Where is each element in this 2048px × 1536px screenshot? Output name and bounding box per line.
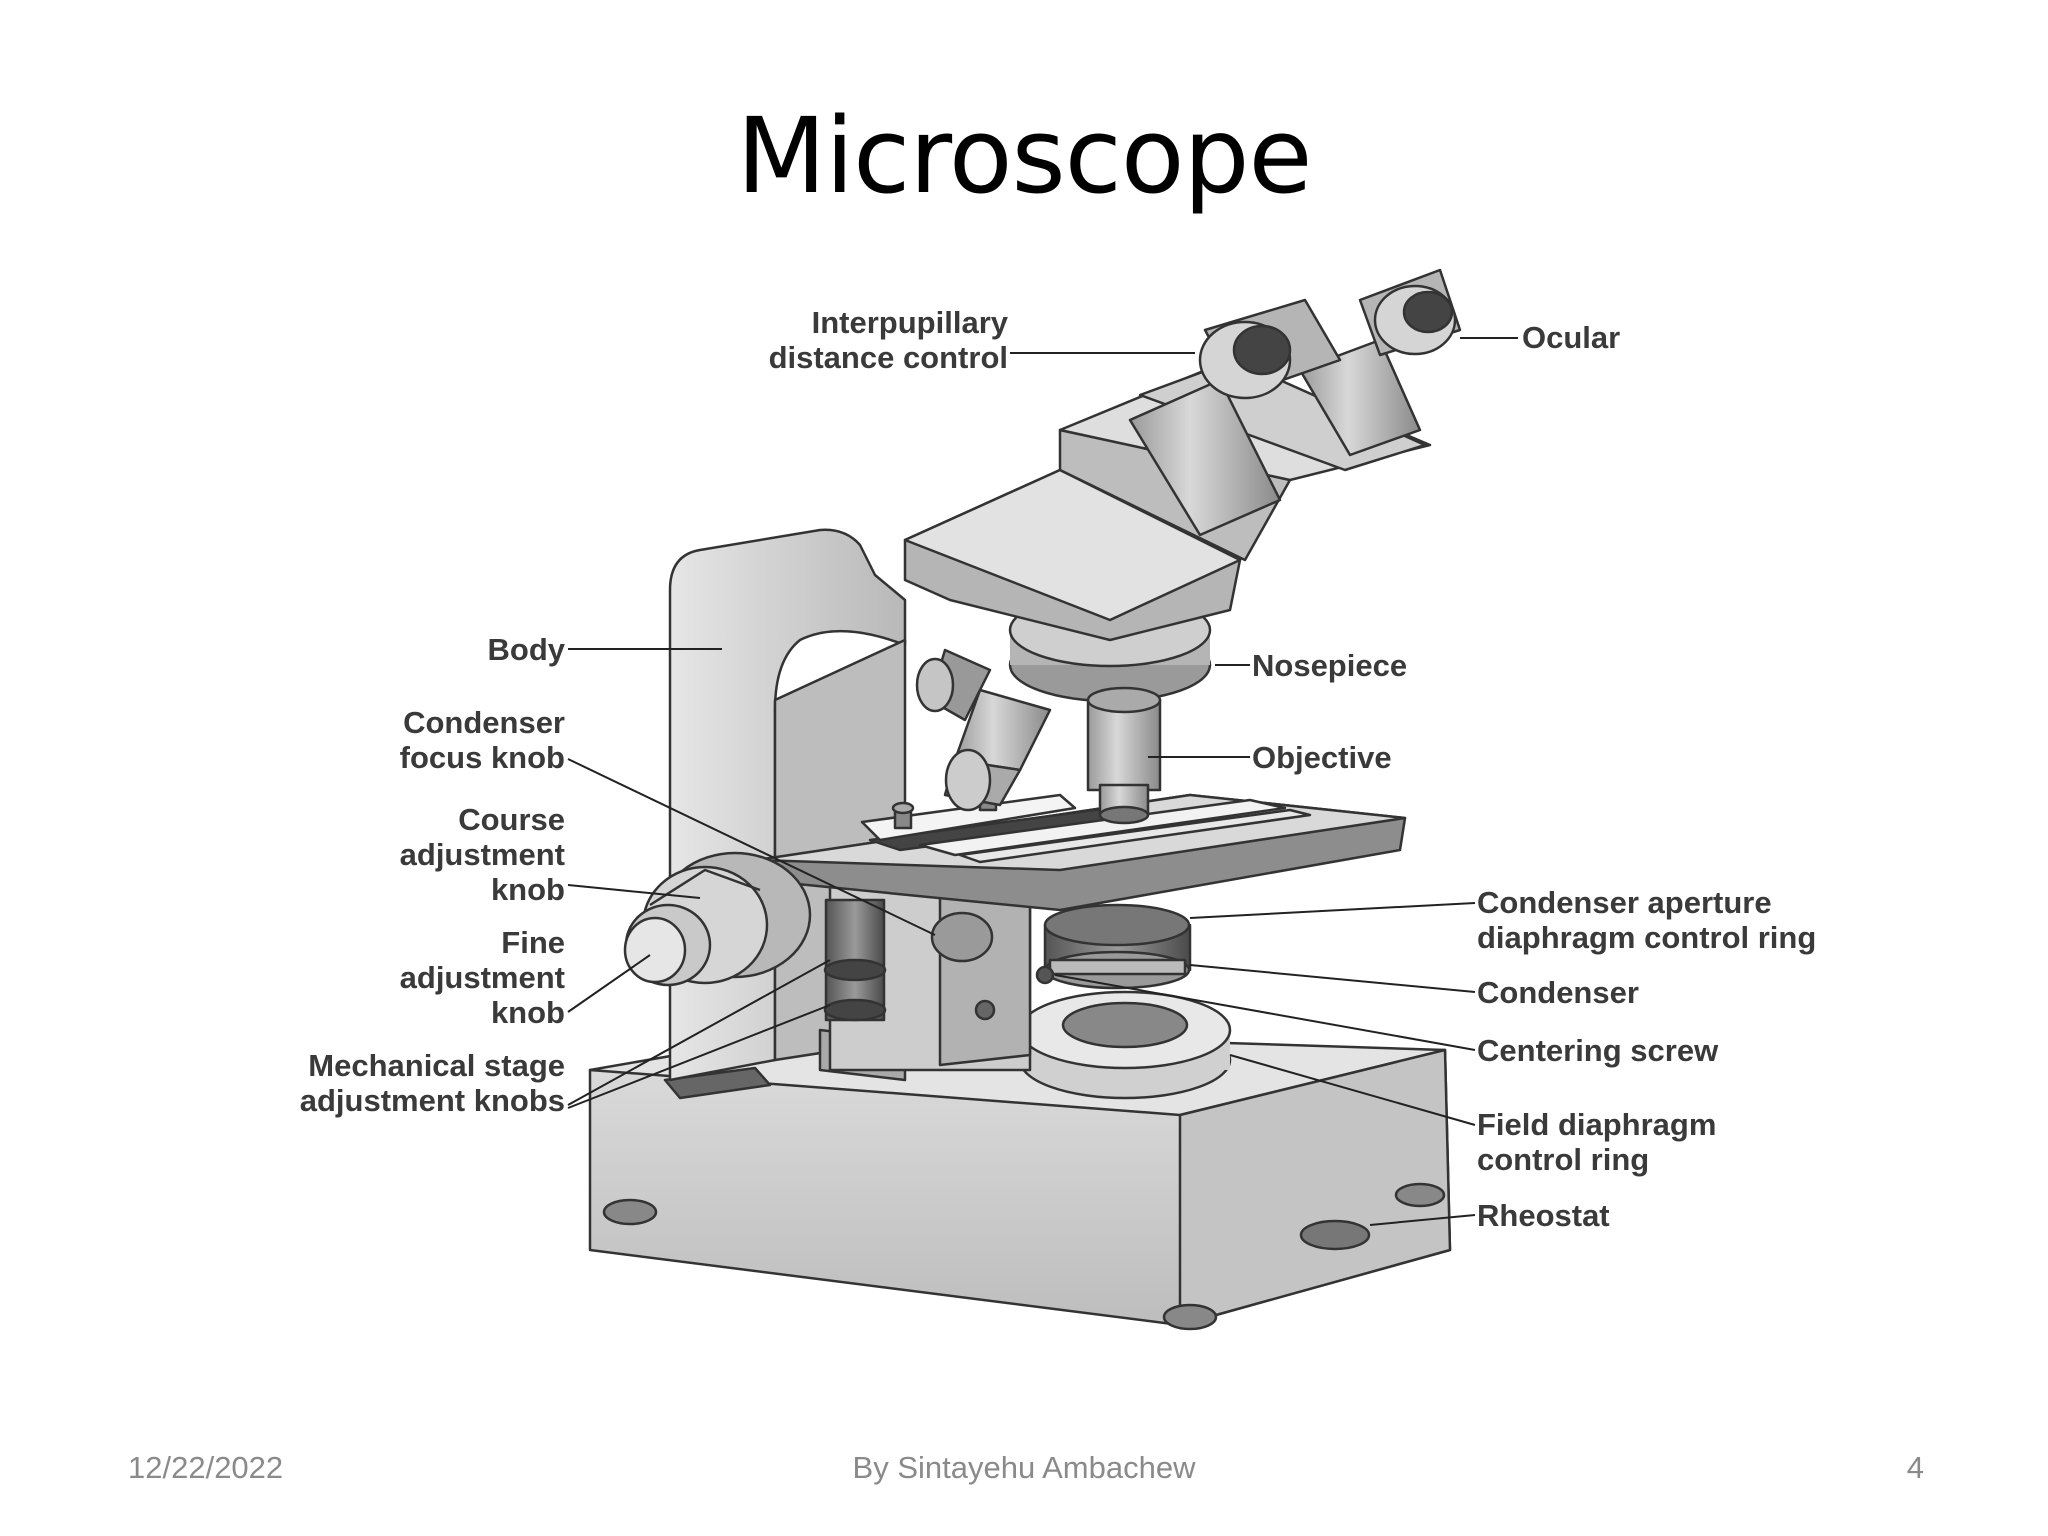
label-interpupillary-distance-control: Interpupillary distance control [768,305,1008,375]
fine-adjustment-knob [623,903,712,987]
centering-screw [1035,965,1055,985]
label-course-adjustment-knob: Course adjustment knob [399,802,565,907]
label-rheostat: Rheostat [1477,1198,1610,1233]
base [588,1028,1452,1331]
label-mechanical-stage-adjustment-knobs: Mechanical stage adjustment knobs [299,1048,565,1118]
rheostat-knob [1299,1219,1371,1251]
switch [663,1066,772,1100]
slide-title: Microscope [736,95,1313,217]
leader-lines [567,337,1518,1226]
footer-author: By Sintayehu Ambachew [852,1450,1196,1485]
footer-page-number: 4 [1906,1450,1924,1485]
label-field-diaphragm-control-ring: Field diaphragm control ring [1477,1107,1717,1177]
label-nosepiece: Nosepiece [1252,648,1408,683]
label-centering-screw: Centering screw [1477,1033,1719,1068]
condenser-focus-knob [930,911,994,963]
objective-angled [915,648,1052,812]
field-diaphragm-ring [1018,990,1232,1100]
label-condenser: Condenser [1477,975,1639,1010]
mechanical-stage-knobs [823,898,887,1022]
label-condenser-focus-knob: Condenser focus knob [399,705,565,775]
label-objective: Objective [1252,740,1392,775]
label-fine-adjustment-knob: Fine adjustment knob [399,925,565,1030]
label-body: Body [487,632,566,667]
ocular [1128,268,1462,537]
condenser [1035,903,1192,990]
label-condenser-aperture-diaphragm-control-ring: Condenser aperture diaphragm control rin… [1477,885,1817,955]
label-ocular: Ocular [1522,320,1621,355]
objective [1086,686,1162,825]
footer-date: 12/22/2022 [128,1450,284,1485]
